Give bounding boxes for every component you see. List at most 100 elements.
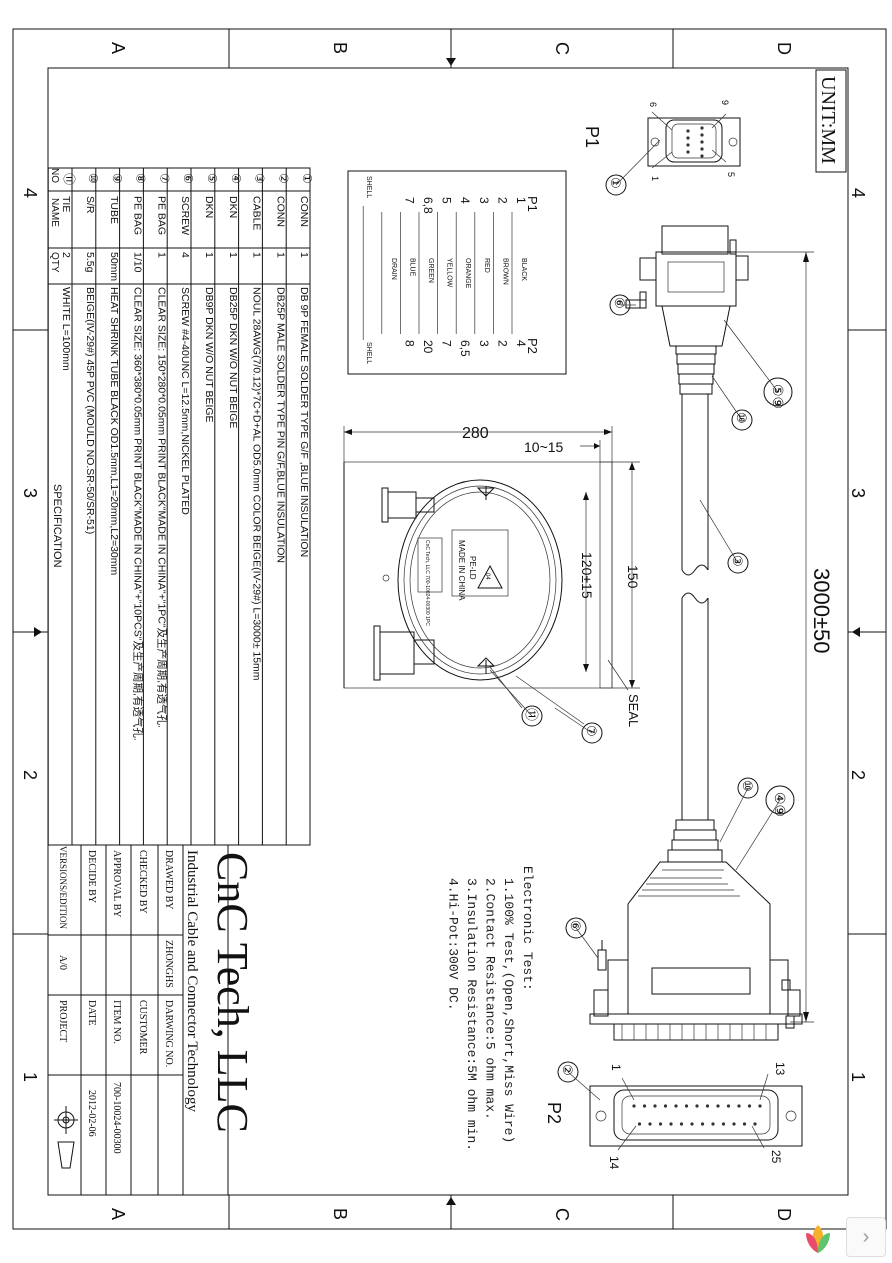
p2-pin-number: 14 bbox=[607, 1156, 621, 1170]
balloon-label: ⑦ bbox=[584, 725, 599, 737]
balloon-circle bbox=[737, 777, 759, 799]
pinout-p2-label: P2 bbox=[525, 338, 540, 354]
date-label: DATE bbox=[86, 1000, 97, 1026]
grid-letter-top: A bbox=[108, 42, 128, 54]
recycle-type: PE-LD bbox=[468, 556, 477, 580]
pinout-p1-pin: 7 bbox=[402, 197, 416, 204]
spec-row-qty: 4 bbox=[179, 252, 191, 258]
electronic-test-item: 4.Hi-Pot:300V DC. bbox=[446, 878, 461, 1011]
p2-pin-dot bbox=[700, 1122, 705, 1126]
spec-row-name: CONN bbox=[298, 196, 310, 227]
spec-row-no: ⑨ bbox=[110, 173, 124, 184]
balloon-label: ⑪ bbox=[524, 708, 539, 721]
spec-header-name: NAME bbox=[49, 198, 60, 227]
spec-row-no: ③ bbox=[253, 173, 267, 184]
pinout-wire-color: ORANGE bbox=[464, 258, 471, 289]
p2-pin-dot bbox=[663, 1104, 668, 1108]
grid-number-right: 3 bbox=[848, 488, 868, 498]
spec-row-name: DKN bbox=[227, 196, 239, 218]
pinout-shell-p1: SHELL bbox=[365, 176, 372, 198]
pinout-p1-pin: 5 bbox=[440, 197, 454, 204]
grid-number-right: 2 bbox=[848, 770, 868, 780]
p2-pin-dot bbox=[726, 1104, 731, 1108]
spec-row-desc: SCREW #4-40UNC L=12.5mm,NICKEL PLATED bbox=[179, 287, 191, 515]
spec-row-qty: 1 bbox=[274, 252, 286, 258]
balloon-leader bbox=[723, 319, 779, 393]
bag-drawing: 04 PE-LD MADE IN CHINA CnC Tech, LLC 700… bbox=[343, 426, 640, 725]
unit-box bbox=[815, 69, 847, 173]
p1-pin-number: 6 bbox=[648, 102, 658, 107]
spec-row-name: SCREW bbox=[179, 196, 191, 235]
spec-row-desc: CLEAR SIZE: 360*380*0.05mm PRINT BLACK"M… bbox=[132, 287, 145, 741]
version-value: A/0 bbox=[57, 955, 68, 970]
pinout-wire-color: DRAIN bbox=[390, 258, 397, 280]
pinout-box bbox=[347, 170, 567, 375]
item-no-label: ITEM NO. bbox=[111, 1000, 122, 1044]
cable-assembly bbox=[589, 117, 814, 1147]
bag-small-print: CnC Tech, LLC 700-10024-00300 1PC bbox=[424, 540, 430, 626]
p1-pin-dot bbox=[686, 150, 690, 154]
bag-width-dim: 280 bbox=[462, 425, 489, 442]
grid-letter-bottom: C bbox=[552, 1208, 572, 1221]
electronic-test-item: 3.Insulation Resistance:5M ohm min. bbox=[464, 878, 479, 1151]
p1-flange bbox=[647, 117, 741, 167]
spec-row-no: ⑦ bbox=[157, 173, 171, 184]
grid-letter-top: C bbox=[552, 42, 572, 55]
p2-pin-dot bbox=[674, 1104, 678, 1108]
grid-number-left: 3 bbox=[20, 488, 40, 498]
p2-pin-dot bbox=[758, 1104, 762, 1108]
spec-row-name: PE BAG bbox=[132, 196, 144, 235]
specification-table bbox=[47, 167, 311, 846]
balloon-label: ⑩ bbox=[740, 780, 755, 792]
p2-pin-dot bbox=[658, 1122, 663, 1126]
spec-row-no: ② bbox=[276, 173, 290, 184]
balloon-label: ⑥ bbox=[612, 297, 627, 309]
spec-row-no: ⑩ bbox=[86, 173, 100, 184]
outer-frame bbox=[12, 28, 887, 1230]
spec-row-qty: 2 bbox=[60, 252, 72, 258]
grid-number-right: 1 bbox=[848, 1072, 868, 1082]
spec-row-qty: 5.5g bbox=[84, 252, 96, 273]
p1-pin-dot bbox=[700, 126, 704, 130]
checked-by-label: CHECKED BY bbox=[137, 850, 148, 914]
spec-row-name: CONN bbox=[274, 196, 286, 227]
spec-row-name: TUBE bbox=[108, 196, 120, 224]
balloon-circle bbox=[763, 377, 793, 407]
bag-height-dim: 150 bbox=[625, 565, 641, 589]
balloon-circle bbox=[557, 1061, 579, 1083]
balloon-leader bbox=[489, 669, 533, 717]
pinout-p2-pin: 4 bbox=[514, 340, 528, 347]
spec-row-qty: 1 bbox=[251, 252, 263, 258]
p2-pin-dot bbox=[632, 1104, 636, 1108]
drawing-no-label: DARWING NO. bbox=[163, 1000, 174, 1067]
p2-label: P2 bbox=[544, 1102, 564, 1124]
balloon-leader bbox=[567, 1071, 601, 1101]
p2-pin-dot bbox=[732, 1122, 736, 1126]
balloon-circle bbox=[565, 917, 587, 939]
next-page-button[interactable]: › bbox=[846, 1217, 886, 1257]
spec-row-no: ⑤ bbox=[205, 173, 219, 184]
pinout-wire-color: GREEN bbox=[427, 258, 434, 283]
spec-row-desc: HEAT SHRINK TUBE BLACK OD1.5mm,L1=20mm,L… bbox=[108, 287, 120, 576]
p2-pin-number: 1 bbox=[609, 1064, 623, 1071]
balloon-leader bbox=[735, 799, 781, 871]
grid-numbers: 4 4 3 3 2 2 1 1 bbox=[20, 188, 868, 1082]
site-logo-icon bbox=[800, 1221, 836, 1257]
balloon-circle bbox=[731, 409, 753, 431]
electronic-test-title: Electronic Test: bbox=[520, 866, 535, 991]
balloon-leader bbox=[615, 139, 661, 186]
p2-pin-dot bbox=[753, 1122, 757, 1126]
balloon-label: ③ bbox=[730, 555, 745, 567]
spec-row-no: ⑥ bbox=[181, 173, 195, 184]
grid-number-right: 4 bbox=[848, 188, 868, 198]
p1-pin-dot bbox=[700, 140, 704, 144]
p2-pin-dot bbox=[690, 1122, 694, 1126]
p2-pin-dot bbox=[679, 1122, 684, 1126]
p2-pin-dot bbox=[737, 1104, 741, 1108]
p1-pin-dot bbox=[700, 147, 704, 151]
p1-pin-number: 9 bbox=[720, 100, 730, 105]
balloon-circle bbox=[727, 552, 749, 574]
p2-pin-dot bbox=[637, 1122, 642, 1126]
customer-label: CUSTOMER bbox=[137, 1000, 148, 1055]
